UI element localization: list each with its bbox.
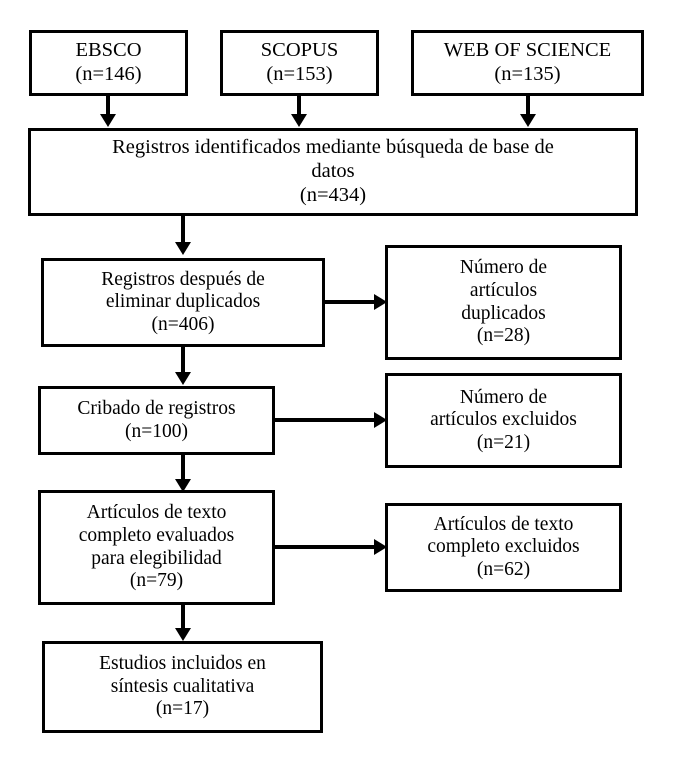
arrowhead-wos-to-identificados <box>520 114 536 127</box>
box-registros-despues-duplicados: Registros después de eliminar duplicados… <box>41 258 325 347</box>
box-ebsco: EBSCO (n=146) <box>29 30 188 96</box>
arrowhead-duplicados-removidos-to-cribado <box>175 372 191 385</box>
box-numero-articulos-excluidos: Número de artículos excluidos (n=21) <box>385 373 622 468</box>
arrowhead-cribado-to-excluidos <box>374 412 387 428</box>
box-registros-despues-duplicados-label: Registros después de eliminar duplicados… <box>101 268 265 335</box>
connector-identificados-to-duplicados-removidos <box>181 216 185 244</box>
box-numero-articulos-duplicados: Número de artículos duplicados (n=28) <box>385 245 622 360</box>
arrowhead-elegibilidad-to-texto-excluidos <box>374 539 387 555</box>
box-numero-articulos-excluidos-label: Número de artículos excluidos (n=21) <box>430 386 577 453</box>
box-ebsco-label: EBSCO (n=146) <box>75 39 142 85</box>
connector-ebsco-to-identificados <box>106 96 110 118</box>
connector-elegibilidad-to-texto-excluidos <box>275 545 376 549</box>
arrowhead-ebsco-to-identificados <box>100 114 116 127</box>
box-web-of-science: WEB OF SCIENCE (n=135) <box>411 30 644 96</box>
arrowhead-scopus-to-identificados <box>291 114 307 127</box>
connector-cribado-to-excluidos <box>275 418 376 422</box>
box-cribado-registros: Cribado de registros (n=100) <box>38 386 275 455</box>
connector-scopus-to-identificados <box>297 96 301 118</box>
box-registros-identificados-label: Registros identificados mediante búsqued… <box>112 136 554 206</box>
box-scopus: SCOPUS (n=153) <box>220 30 379 96</box>
box-articulos-texto-completo-evaluados-label: Artículos de texto completo evaluados pa… <box>78 502 235 592</box>
arrowhead-identificados-to-duplicados-removidos <box>175 242 191 255</box>
arrowhead-cribado-to-elegibilidad <box>175 479 191 492</box>
connector-duplicados-removidos-to-cribado <box>181 347 185 374</box>
connector-wos-to-identificados <box>526 96 530 118</box>
box-articulos-texto-completo-excluidos-label: Artículos de texto completo excluidos (n… <box>427 513 580 580</box>
connector-elegibilidad-to-incluidos <box>181 605 185 630</box>
box-articulos-texto-completo-evaluados: Artículos de texto completo evaluados pa… <box>38 490 275 605</box>
box-registros-identificados: Registros identificados mediante búsqued… <box>28 128 638 216</box>
box-scopus-label: SCOPUS (n=153) <box>260 39 339 85</box>
arrowhead-duplicados-removidos-to-duplicados <box>374 294 387 310</box>
box-numero-articulos-duplicados-label: Número de artículos duplicados (n=28) <box>459 257 548 347</box>
box-cribado-registros-label: Cribado de registros (n=100) <box>77 397 236 442</box>
connector-cribado-to-elegibilidad <box>181 455 185 481</box>
box-estudios-incluidos: Estudios incluidos en síntesis cualitati… <box>42 641 323 733</box>
connector-duplicados-removidos-to-duplicados <box>325 300 376 304</box>
box-estudios-incluidos-label: Estudios incluidos en síntesis cualitati… <box>99 653 266 720</box>
box-web-of-science-label: WEB OF SCIENCE (n=135) <box>443 39 612 85</box>
arrowhead-elegibilidad-to-incluidos <box>175 628 191 641</box>
box-articulos-texto-completo-excluidos: Artículos de texto completo excluidos (n… <box>385 503 622 592</box>
